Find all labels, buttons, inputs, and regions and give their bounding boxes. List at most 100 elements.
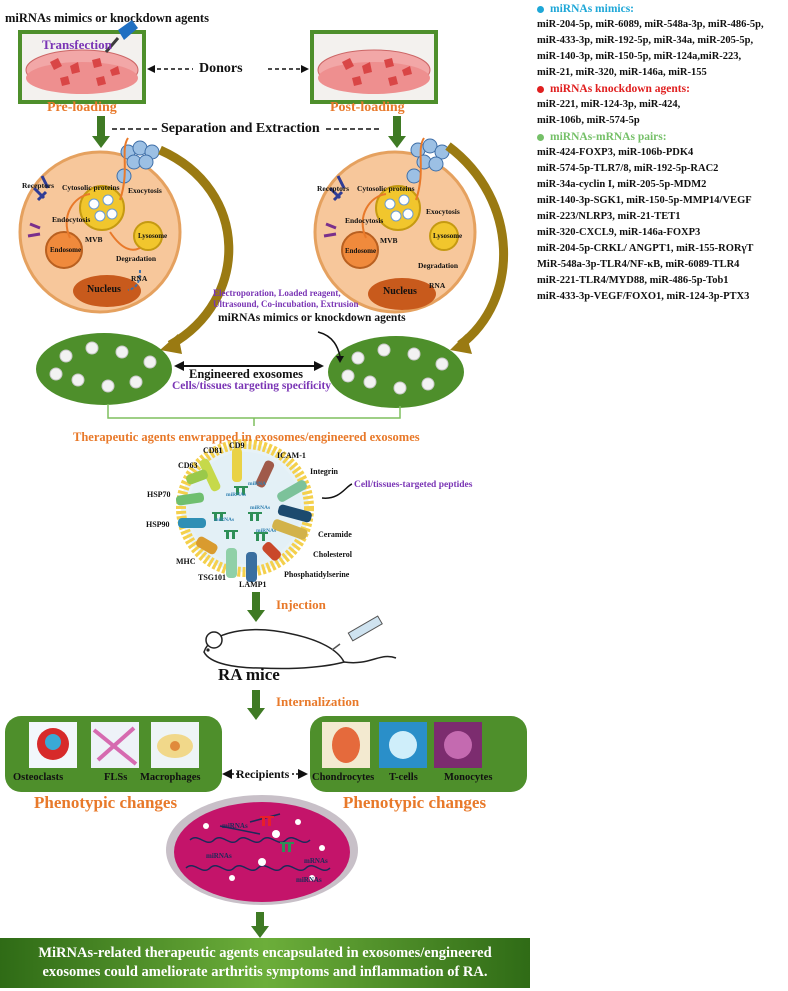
endosome-label-right: Endosome <box>345 247 377 255</box>
legend-knock-head: miRNAs knockdown agents: <box>537 83 787 95</box>
inner-mirnas-1: miRNAs <box>222 822 248 830</box>
phosphatidylserine-label: Phosphatidylserine <box>284 570 350 579</box>
internalization-label: Internalization <box>276 694 360 709</box>
green-dot-icon <box>537 133 544 141</box>
secretory-cell-right <box>313 137 477 314</box>
legend-mimics-0: miR-204-5p, miR-6089, miR-548a-3p, miR-4… <box>537 19 764 30</box>
degradation-label-right: Degradation <box>418 261 458 270</box>
legend-mimics-3: miR-21, miR-320, miR-146a, miR-155 <box>537 67 707 78</box>
diagram-graphics <box>5 20 527 938</box>
endocytosis-label-left: Endocytosis <box>52 215 91 224</box>
recipient-right-0: Chondrocytes <box>312 772 375 783</box>
legend-mimics-1: miR-433-3p, miR-192-5p, miR-34a, miR-205… <box>537 35 754 46</box>
ra-mouse <box>203 615 397 670</box>
mvb-label-left: MVB <box>85 235 103 244</box>
lamp1-label: LAMP1 <box>239 580 267 589</box>
legend-knock-0: miR-221, miR-124-3p, miR-424, <box>537 99 681 110</box>
rna-label-left: RNA <box>131 274 148 283</box>
legend-pairs-6: miR-204-5p-CRKL/ ANGPT1, miR-155-RORγT <box>537 243 754 254</box>
receptors-label-left: Receptors <box>22 181 55 190</box>
nucleus-label-left: Nucleus <box>87 284 121 295</box>
recipient-right-1: T-cells <box>389 772 418 783</box>
recipient-left-2: Macrophages <box>140 772 201 783</box>
cd9-label: CD9 <box>229 441 245 450</box>
legend-mimics-head: miRNAs mimics: <box>537 3 787 15</box>
icam1-label: ICAM-1 <box>277 451 306 460</box>
legend-pairs-7: MiR-548a-3p-TLR4/NF-κB, miR-6089-TLR4 <box>537 259 740 270</box>
recipient-right-2: Monocytes <box>444 772 493 783</box>
transfection-label: Transfection <box>42 37 112 52</box>
conclusion-line2: exosomes could ameliorate arthritis symp… <box>42 964 488 980</box>
secretory-cell-left <box>18 137 182 314</box>
phenotypic-right: Phenotypic changes <box>343 793 487 812</box>
cholesterol-label: Cholesterol <box>313 550 352 559</box>
engineered-subtitle: Cells/tissues targeting specificity <box>172 380 332 392</box>
conclusion-line1: MiRNAs-related therapeutic agents encaps… <box>38 945 492 961</box>
nucleus-label-right: Nucleus <box>383 286 417 297</box>
phenotypic-left: Phenotypic changes <box>34 793 178 812</box>
red-dot-icon <box>537 85 544 93</box>
mirna-tag-1: miRNA <box>248 481 267 487</box>
legend-pairs-3: miR-140-3p-SGK1, miR-150-5p-MMP14/VEGF <box>537 195 752 206</box>
ra-mice-label: RA mice <box>218 665 280 684</box>
endosome-label-left: Endosome <box>50 246 82 254</box>
blue-dot-icon <box>537 5 544 13</box>
donors-label: Donors <box>199 61 243 76</box>
post-loading-label: Post-loading <box>330 100 405 115</box>
exocytosis-label-left: Exocytosis <box>128 186 162 195</box>
enwrapped-label: Therapeutic agents enwrapped in exosomes… <box>73 430 420 444</box>
mirna-tag-5: miRNAs <box>256 528 277 534</box>
methods-line2: Ultrasound, Co-incubation, Extrusion <box>213 299 359 309</box>
tsg101-label: TSG101 <box>198 573 227 582</box>
degradation-label-left: Degradation <box>116 254 156 263</box>
hsp70-label: HSP70 <box>147 490 171 499</box>
recipients-label: Recipients <box>236 767 290 781</box>
pre-loading-label: Pre-loading <box>47 100 117 115</box>
methods-line1: Electroporation, Loaded reagent, <box>213 288 341 298</box>
inner-mirnas-2: miRNAs <box>206 852 232 860</box>
legend-pairs-8: miR-221-TLR4/MYD88, miR-486-5p-Tob1 <box>537 275 729 286</box>
legend-mimics-2: miR-140-3p, miR-150-5p, miR-124a,miR-223… <box>537 51 742 62</box>
legend-pairs-head: miRNAs-mRNAs pairs: <box>537 131 787 143</box>
legend-pairs-title: miRNAs-mRNAs pairs: <box>550 131 667 143</box>
legend-pairs-5: miR-320-CXCL9, miR-146a-FOXP3 <box>537 227 701 238</box>
inner-mrnas-1: mRNAs <box>304 857 328 865</box>
inner-mirnas-3: miRNAs <box>296 876 322 884</box>
receptors-label-right: Receptors <box>317 184 350 193</box>
cd63-label: CD63 <box>178 461 198 470</box>
integrin-label: Integrin <box>310 467 338 476</box>
lysosome-label-left: Lysosome <box>138 232 168 240</box>
hsp90-label: HSP90 <box>146 520 170 529</box>
mhc-label: MHC <box>176 557 196 566</box>
cd81-label: CD81 <box>203 446 223 455</box>
recipient-left-0: Osteoclasts <box>13 772 64 783</box>
rna-label-right: RNA <box>429 281 446 290</box>
mirna-tag-2: miRNAs <box>226 492 247 498</box>
legend-knock-title: miRNAs knockdown agents: <box>550 83 690 95</box>
recipient-left-1: FLSs <box>104 772 128 783</box>
exocytosis-label-right: Exocytosis <box>426 207 460 216</box>
legend-pairs-2: miR-34a-cyclin I, miR-205-5p-MDM2 <box>537 179 707 190</box>
peptides-label: Cell/tissues-targeted peptides <box>354 480 473 490</box>
conclusion-banner: MiRNAs-related therapeutic agents encaps… <box>0 938 530 988</box>
legend-pairs-4: miR-223/NLRP3, miR-21-TET1 <box>537 211 681 222</box>
legend-pairs-0: miR-424-FOXP3, miR-106b-PDK4 <box>537 147 694 158</box>
mvb-label-right: MVB <box>380 236 398 245</box>
methods-agents: miRNAs mimics or knockdown agents <box>218 312 406 324</box>
mirna-tag-3: miRNAs <box>250 505 271 511</box>
donor-dish-right <box>310 30 438 104</box>
injection-label: Injection <box>276 597 326 612</box>
engineered-title: Engineered exosomes <box>189 367 303 381</box>
legend-knock-1: miR-106b, miR-574-5p <box>537 115 640 126</box>
separation-label: Separation and Extraction <box>161 121 320 136</box>
exosome-structure <box>175 439 353 582</box>
legend-pairs-9: miR-433-3p-VEGF/FOXO1, miR-124-3p-PTX3 <box>537 291 750 302</box>
agents-title: miRNAs mimics or knockdown agents <box>5 11 209 25</box>
donor-dish-left <box>18 20 146 104</box>
endocytosis-label-right: Endocytosis <box>345 216 384 225</box>
legend-mimics-title: miRNAs mimics: <box>550 3 634 15</box>
ceramide-label: Ceramide <box>318 530 352 539</box>
cytosolic-label-right: Cytosolic proteins <box>357 184 415 193</box>
mirna-tag-4: miRNAs <box>214 517 235 523</box>
target-cell <box>166 795 358 905</box>
